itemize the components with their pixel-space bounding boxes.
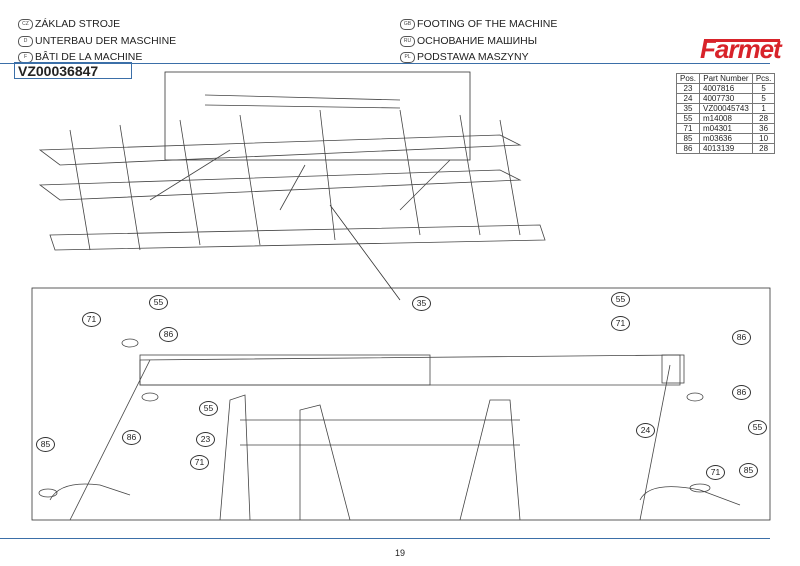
callout-label: 55 <box>611 292 630 307</box>
cell-pcs: 28 <box>751 143 776 154</box>
callout-label: 23 <box>196 432 215 447</box>
callout-label: 86 <box>159 327 178 342</box>
callout-label: 55 <box>748 420 767 435</box>
footer-divider <box>0 538 770 539</box>
page-number: 19 <box>394 548 405 558</box>
logo-bar <box>704 39 780 42</box>
flag-code: GB <box>400 18 415 30</box>
callout-label: 86 <box>122 430 141 445</box>
frame-drawing <box>38 94 741 521</box>
callout-label: 55 <box>199 401 218 416</box>
leader-line <box>329 204 401 301</box>
callout-label: 71 <box>706 465 725 480</box>
callout-label: 71 <box>611 316 630 331</box>
callout-label: 86 <box>732 330 751 345</box>
title-text: PODSTAWA MASZYNY <box>417 51 529 63</box>
title-text: ZÁKLAD STROJE <box>35 18 121 30</box>
title-text: ОСНОВАНИЕ МАШИНЫ <box>417 35 538 47</box>
callout-label: 85 <box>36 437 55 452</box>
callout-label: 85 <box>739 463 758 478</box>
callout-label: 55 <box>149 295 168 310</box>
title-text: UNTERBAU DER MASCHINE <box>35 35 177 47</box>
detail-inset-frame <box>164 71 471 161</box>
cell-part-number: 4013139 <box>699 143 753 154</box>
callout-label: 71 <box>82 312 101 327</box>
flag-code: D <box>18 35 33 47</box>
callout-label: 71 <box>190 455 209 470</box>
callout-label: 35 <box>412 296 431 311</box>
callout-label: 86 <box>732 385 751 400</box>
farmet-logo: Farmet <box>700 34 782 64</box>
detail-main-frame <box>31 287 771 521</box>
callout-label: 24 <box>636 423 655 438</box>
flag-code: CZ <box>18 18 33 30</box>
flag-code: RU <box>400 35 415 47</box>
flag-code: PL <box>400 51 415 63</box>
title-text: BÂTI DE LA MACHINE <box>35 51 143 63</box>
part-number: VZ00036847 <box>14 62 132 79</box>
cell-pos: 86 <box>675 143 701 154</box>
header-divider <box>0 63 770 64</box>
title-text: FOOTING OF THE MACHINE <box>417 18 558 30</box>
